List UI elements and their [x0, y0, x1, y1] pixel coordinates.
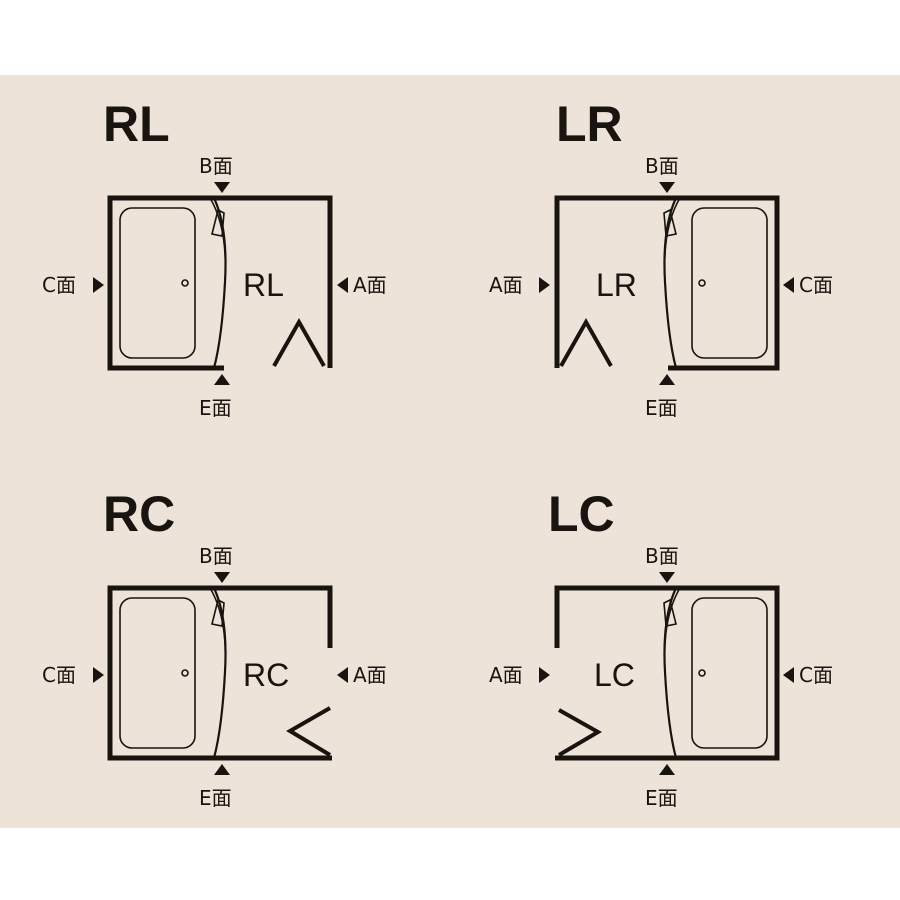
arrow-up-icon [659, 764, 675, 775]
label-bottom: E面 [199, 396, 232, 420]
drain-icon [698, 669, 706, 677]
diagram-background [0, 75, 900, 828]
room-label: RC [243, 657, 289, 693]
faucet-icon [211, 598, 225, 627]
door-icon [272, 317, 326, 367]
partition-curve [212, 197, 227, 369]
arrow-right-icon [539, 667, 550, 683]
label-bottom: E面 [199, 786, 232, 810]
panel-title: LR [556, 96, 623, 152]
arrow-down-icon [659, 182, 675, 193]
partition-curve [663, 197, 678, 369]
drain-icon [181, 279, 189, 287]
label-top: B面 [199, 154, 233, 178]
label-right: C面 [799, 273, 833, 297]
label-bottom: E面 [645, 786, 678, 810]
label-left: A面 [489, 273, 523, 297]
label-left: A面 [489, 663, 523, 687]
bathtub-inner [691, 597, 768, 749]
faucet-icon [663, 208, 677, 237]
label-right: C面 [799, 663, 833, 687]
arrow-left-icon [783, 667, 794, 683]
arrow-right-icon [93, 667, 104, 683]
panel-lr: LR B面 A面 C面 E面 LR [489, 96, 833, 420]
label-left: C面 [42, 273, 76, 297]
arrow-right-icon [93, 277, 104, 293]
drain-icon [698, 279, 706, 287]
label-right: A面 [353, 663, 387, 687]
panel-rc: RC B面 C面 A面 E面 RC [42, 486, 387, 810]
label-top: B面 [645, 154, 679, 178]
arrow-up-icon [214, 374, 230, 385]
arrow-up-icon [659, 374, 675, 385]
arrow-left-icon [783, 277, 794, 293]
arrow-left-icon [337, 277, 348, 293]
door-icon [286, 706, 332, 757]
panel-lc: LC B面 A面 C面 E面 LC [489, 486, 833, 810]
panel-title: LC [548, 486, 615, 542]
room-label: RL [243, 267, 284, 303]
panel-title: RL [103, 96, 170, 152]
partition-curve [663, 587, 678, 759]
label-left: C面 [42, 663, 76, 687]
room-label: LR [596, 267, 637, 303]
arrow-down-icon [214, 182, 230, 193]
panel-title: RC [103, 486, 175, 542]
arrow-up-icon [214, 764, 230, 775]
label-right: A面 [353, 273, 387, 297]
faucet-icon [663, 598, 677, 627]
label-top: B面 [199, 544, 233, 568]
panel-rl: RL B面 C面 A面 E面 RL [42, 96, 387, 420]
door-icon [557, 708, 603, 757]
partition-curve [212, 587, 227, 759]
arrow-down-icon [659, 572, 675, 583]
arrow-down-icon [214, 572, 230, 583]
faucet-icon [211, 208, 225, 237]
label-top: B面 [645, 544, 679, 568]
drain-icon [181, 669, 189, 677]
label-bottom: E面 [645, 396, 678, 420]
bathtub-inner [691, 207, 768, 359]
room-label: LC [594, 657, 635, 693]
bathtub-inner [119, 597, 196, 749]
bathtub-inner [119, 207, 196, 359]
arrow-left-icon [337, 667, 348, 683]
door-icon [559, 317, 613, 367]
arrow-right-icon [539, 277, 550, 293]
